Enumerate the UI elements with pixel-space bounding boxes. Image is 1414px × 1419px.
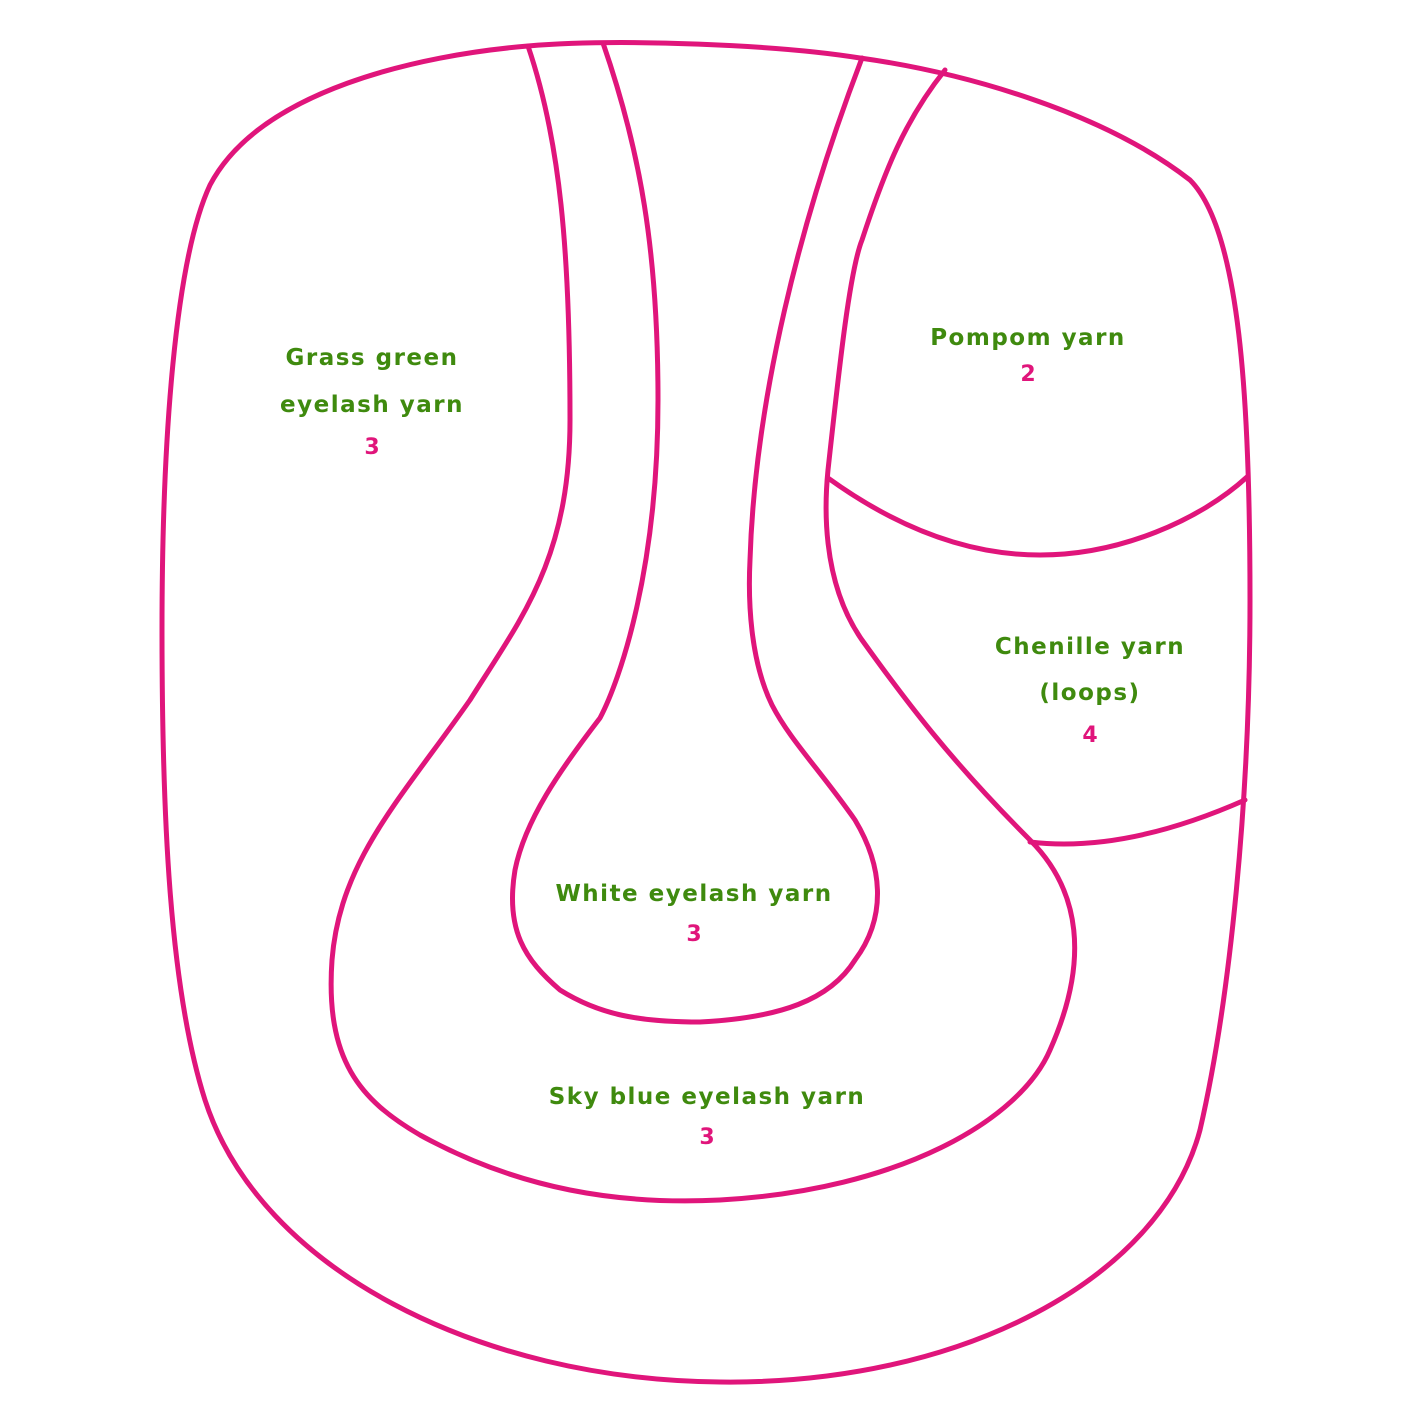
white-label-line-1: White eyelash yarn xyxy=(555,881,832,907)
region-labels: Grass green eyelash yarn 3 Pompom yarn 2Chen… xyxy=(280,325,1185,1150)
grass-green-label-line-2: eyelash yarn xyxy=(280,392,464,418)
pompom-label-line-1: Pompom yarn xyxy=(930,325,1126,351)
white-count: 3 xyxy=(686,922,701,947)
grass-green-boundary xyxy=(328,43,1078,1204)
grass-green-label-line-1: Grass green xyxy=(285,345,458,371)
chenille-count: 4 xyxy=(1082,723,1097,748)
white-channel-boundary xyxy=(509,40,880,1025)
chenille-label-line-1: Chenille yarn xyxy=(995,634,1185,660)
sky-blue-label-line-1: Sky blue eyelash yarn xyxy=(549,1084,866,1110)
pompom-count: 2 xyxy=(1020,362,1035,387)
sky-blue-count: 3 xyxy=(699,1125,714,1150)
chenille-divider xyxy=(1027,797,1248,847)
pompom-divider xyxy=(825,474,1250,558)
chenille-label-line-2: (loops) xyxy=(1039,680,1140,706)
outer-boundary xyxy=(159,40,1253,1385)
grass-green-count: 3 xyxy=(364,435,379,460)
pattern-outlines xyxy=(159,40,1253,1385)
